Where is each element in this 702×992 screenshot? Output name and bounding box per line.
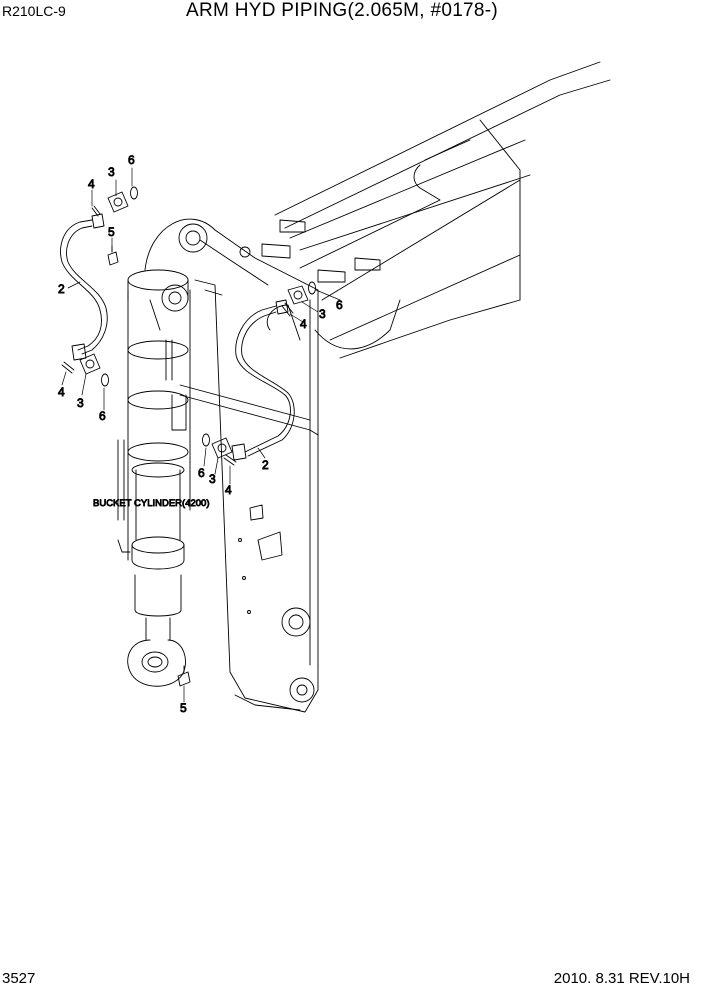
- o-ring-left-bottom: [101, 373, 109, 387]
- callout-c4: 5: [108, 225, 115, 239]
- flange-right-bottom: [211, 437, 233, 459]
- callout-c9: 3: [319, 307, 326, 321]
- flange-top: [107, 191, 129, 213]
- callout-c13: 3: [209, 472, 216, 486]
- revision-date: 2010. 8.31 REV.10H: [553, 970, 690, 987]
- callout-c7: 3: [77, 396, 84, 410]
- bolt-right-bottom: [223, 454, 237, 466]
- hose-right: [231, 299, 295, 461]
- callout-c16: 5: [180, 701, 187, 715]
- hose-left: [60, 213, 108, 361]
- bolt-top: [91, 205, 101, 217]
- callout-c8: 6: [99, 409, 106, 423]
- bolt-left-bottom: [61, 361, 75, 374]
- page-title: ARM HYD PIPING(2.065M, #0178-): [186, 0, 499, 21]
- callout-c3: 6: [128, 153, 135, 167]
- o-ring-right-bottom: [202, 433, 210, 447]
- callout-c14: 4: [225, 483, 232, 497]
- connector-top: [107, 245, 119, 266]
- flange-right-top: [287, 285, 309, 305]
- callout-c1: 4: [88, 177, 95, 191]
- callout-c11: 4: [300, 317, 307, 331]
- leader-lines: [61, 167, 341, 703]
- bucket-cylinder: [117, 269, 191, 687]
- flange-left-bottom: [79, 353, 101, 375]
- callout-c6: 4: [58, 385, 65, 399]
- arm: [144, 218, 319, 713]
- callout-c12: 6: [198, 466, 205, 480]
- connector-bottom: [177, 665, 191, 687]
- bucket-cylinder-note: BUCKET CYLINDER(4200): [93, 498, 210, 509]
- boom: [261, 61, 611, 359]
- page-number: 3527: [2, 970, 36, 987]
- o-ring-top: [130, 186, 138, 200]
- callout-c15: 2: [262, 458, 269, 472]
- o-ring-right-top: [308, 281, 316, 295]
- callout-c10: 6: [336, 298, 343, 312]
- callout-c2: 3: [108, 165, 115, 179]
- callout-c5: 2: [58, 282, 65, 296]
- bolt-right-top: [281, 302, 294, 317]
- model-label: R210LC-9: [2, 3, 66, 19]
